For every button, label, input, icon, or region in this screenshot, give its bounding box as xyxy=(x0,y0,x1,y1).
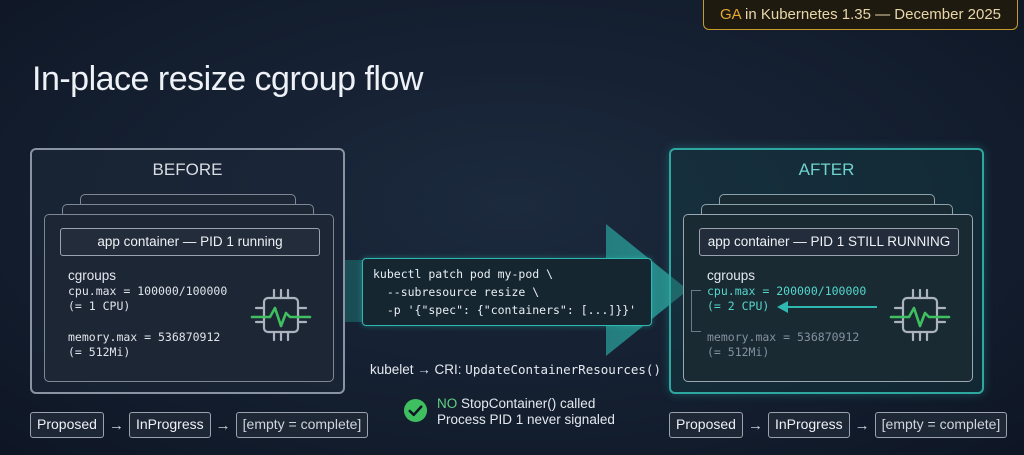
cri-call: kubelet → CRI: UpdateContainerResources(… xyxy=(370,362,661,377)
arrow-left-icon xyxy=(777,301,877,313)
cri-function: UpdateContainerResources() xyxy=(465,362,661,377)
cpu-chip-heartbeat-icon xyxy=(889,288,951,342)
no-label: NO xyxy=(437,396,458,411)
state-proposed: Proposed xyxy=(669,412,743,438)
command-line: --subresource resize \ xyxy=(373,285,540,299)
after-state-flow: Proposed → InProgress → [empty = complet… xyxy=(669,412,1008,438)
container-status: app container — PID 1 running xyxy=(60,228,320,256)
after-panel: AFTER app container — PID 1 STILL RUNNIN… xyxy=(669,148,984,394)
ga-badge: GA in Kubernetes 1.35 — December 2025 xyxy=(703,0,1018,30)
cpu-note: (= 1 CPU) xyxy=(68,299,131,313)
after-heading: AFTER xyxy=(798,160,855,179)
ga-label: GA xyxy=(719,6,741,23)
state-inprogress: InProgress xyxy=(767,412,850,438)
memory-max-value: memory.max = 536870912 xyxy=(68,330,221,344)
cri-prefix: kubelet → CRI: xyxy=(370,362,466,377)
check-circle-icon xyxy=(403,398,428,423)
container-status: app container — PID 1 STILL RUNNING xyxy=(699,228,959,256)
arrow-right-icon: → xyxy=(747,416,763,434)
memory-max-value: memory.max = 536870912 xyxy=(707,330,860,344)
state-inprogress: InProgress xyxy=(128,412,211,438)
before-state-flow: Proposed → InProgress → [empty = complet… xyxy=(30,412,369,438)
page-title: In-place resize cgroup flow xyxy=(32,60,423,98)
no-stop-note: NO StopContainer() called xyxy=(437,396,595,411)
state-empty-complete: [empty = complete] xyxy=(235,412,369,438)
command-line: -p '{"spec": {"containers": [...]}}' xyxy=(373,303,637,317)
cpu-chip-heartbeat-icon xyxy=(250,288,312,342)
cpu-note: (= 2 CPU) xyxy=(707,299,770,313)
before-panel: BEFORE app container — PID 1 running cgr… xyxy=(30,148,345,394)
pid-note: Process PID 1 never signaled xyxy=(437,412,615,427)
state-proposed: Proposed xyxy=(30,412,104,438)
memory-note: (= 512Mi) xyxy=(68,345,131,359)
command-line: kubectl patch pod my-pod \ xyxy=(373,267,554,281)
arrow-right-icon: → xyxy=(215,416,231,434)
state-empty-complete: [empty = complete] xyxy=(874,412,1008,438)
ga-badge-text: in Kubernetes 1.35 — December 2025 xyxy=(740,6,1001,23)
memory-note: (= 512Mi) xyxy=(707,345,770,359)
kubectl-command-box: kubectl patch pod my-pod \ --subresource… xyxy=(362,258,652,326)
arrow-right-icon: → xyxy=(108,416,124,434)
cpu-max-value: cpu.max = 100000/100000 xyxy=(68,284,228,298)
cgroups-label: cgroups xyxy=(707,268,756,283)
cgroup-bracket xyxy=(691,290,701,332)
no-stop-text: StopContainer() called xyxy=(457,396,596,411)
cgroups-label: cgroups xyxy=(68,268,117,283)
cpu-max-value: cpu.max = 200000/100000 xyxy=(707,284,867,298)
before-heading: BEFORE xyxy=(152,160,223,179)
arrow-right-icon: → xyxy=(854,416,870,434)
